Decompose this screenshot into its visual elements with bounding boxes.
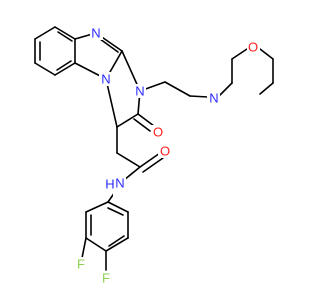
atom-labels: N N N N O O O N H xyxy=(75,26,260,286)
bond xyxy=(139,152,161,168)
svg-text:N: N xyxy=(101,72,110,87)
amide-oxygen: O xyxy=(158,144,171,159)
bond xyxy=(142,157,164,173)
molecule-structure: N N N N O O O N H xyxy=(34,26,274,286)
bond xyxy=(56,60,72,71)
svg-text:O: O xyxy=(160,144,170,159)
bond xyxy=(34,26,56,40)
bond xyxy=(105,78,118,128)
amide-hydrogen: H xyxy=(105,177,114,192)
bond xyxy=(54,62,76,76)
svg-text:F: F xyxy=(102,271,110,286)
svg-text:N: N xyxy=(91,26,100,41)
lactam-oxygen: O xyxy=(151,125,164,140)
ring-nitrogen: N xyxy=(133,84,146,99)
bond xyxy=(259,48,274,60)
svg-text:F: F xyxy=(77,257,85,272)
fused-nitrogen: N xyxy=(99,72,112,87)
para-fluorine: F xyxy=(99,271,112,286)
morpholine-oxygen: O xyxy=(247,40,260,55)
bond xyxy=(164,81,191,97)
bond xyxy=(85,201,109,213)
bond xyxy=(116,113,139,128)
bond xyxy=(231,48,248,60)
meta-fluorine: F xyxy=(75,257,88,272)
bond xyxy=(57,31,73,42)
morpholine-nitrogen: N xyxy=(207,91,220,106)
amide-nitrogen: N H xyxy=(105,176,126,198)
bond xyxy=(99,38,119,53)
bond xyxy=(85,237,107,252)
bonds xyxy=(34,26,274,271)
bond xyxy=(34,62,56,76)
bond xyxy=(116,152,141,168)
imine-nitrogen: N xyxy=(90,26,103,41)
svg-text:N: N xyxy=(209,91,218,106)
svg-text:O: O xyxy=(248,40,258,55)
bond xyxy=(107,201,129,213)
bond xyxy=(54,26,76,40)
svg-text:N: N xyxy=(115,176,124,191)
bond xyxy=(107,207,124,216)
bond xyxy=(123,166,141,181)
bond xyxy=(108,235,125,247)
bond xyxy=(133,118,151,132)
bond xyxy=(105,237,129,252)
bond xyxy=(137,113,155,127)
bond xyxy=(81,237,87,259)
svg-text:N: N xyxy=(135,84,144,99)
bond xyxy=(189,95,209,98)
bond xyxy=(219,82,233,96)
svg-text:O: O xyxy=(153,125,163,140)
bond xyxy=(259,82,274,95)
